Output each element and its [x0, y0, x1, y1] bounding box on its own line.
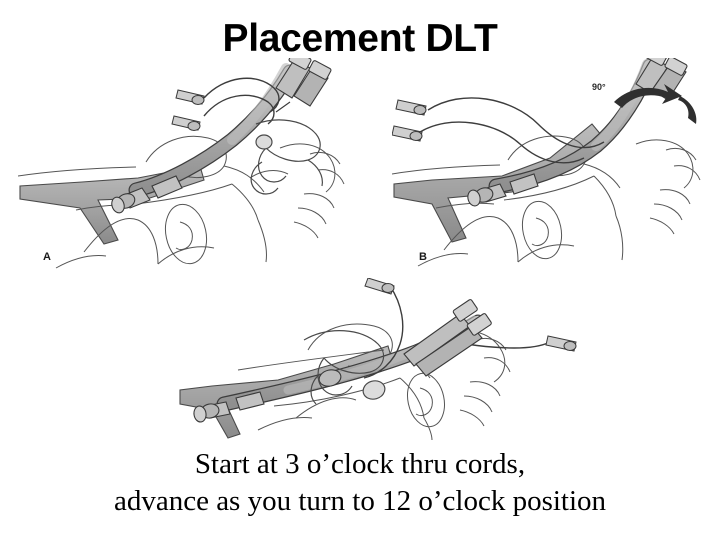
dlt-tube: [488, 58, 658, 194]
rotation-angle-label: 90°: [592, 82, 606, 92]
caption-line-1: Start at 3 o’clock thru cords,: [194, 448, 526, 480]
clinician-hand: [250, 119, 323, 195]
patient-outline: [18, 135, 345, 269]
tube-connectors: [275, 58, 332, 113]
panel-b-label: B: [419, 251, 427, 263]
tube-cuffs: [111, 175, 183, 214]
patient-outline: [392, 135, 701, 267]
figure-panel-c: [178, 278, 582, 440]
figure-panel-b: [392, 58, 720, 274]
pilot-balloon-lines: [419, 97, 605, 164]
pilot-balloon-valves: [171, 89, 205, 131]
slide-caption: Start at 3 o’clock thru cords, advance a…: [0, 446, 720, 520]
pilot-balloon-valves: [364, 278, 577, 352]
dlt-tube: [128, 63, 298, 198]
page-title: Placement DLT: [222, 17, 498, 60]
caption-line-2: advance as you turn to 12 o’clock positi…: [113, 485, 607, 517]
rotation-arrow-90: [614, 84, 697, 124]
figure-panel-a: [18, 58, 370, 274]
tube-connectors: [403, 299, 492, 377]
tube-cuffs: [467, 173, 539, 207]
clinician-hand: [303, 330, 386, 405]
panel-a-label: A: [43, 251, 51, 263]
pilot-balloon-valves: [392, 99, 427, 142]
tube-cuffs: [193, 369, 342, 423]
pilot-balloon-lines: [203, 77, 280, 125]
